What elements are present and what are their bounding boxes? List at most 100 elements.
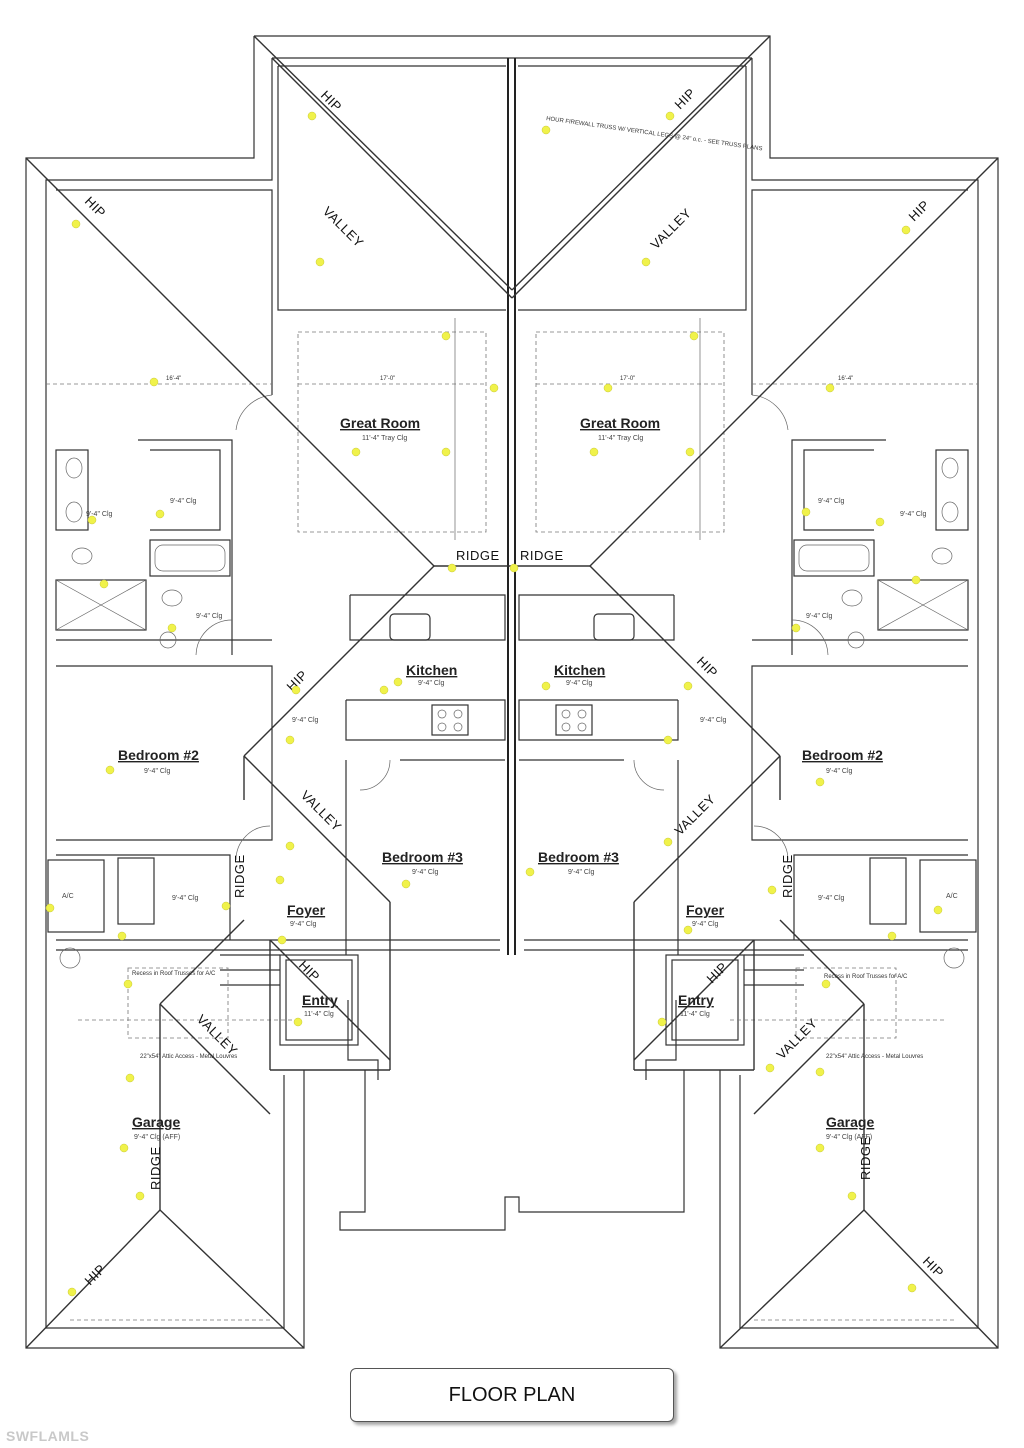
hip-label: HIP (318, 88, 345, 115)
light-marker (589, 447, 599, 457)
tray-ceilings (46, 318, 978, 1321)
ceiling-note: 11'-4" Clg (304, 1011, 334, 1018)
bedroom-3-label: Bedroom #3 (382, 849, 463, 865)
great-room-label: Great Room (580, 415, 660, 431)
light-marker (657, 1017, 667, 1027)
light-marker (901, 225, 911, 235)
dimension-label: 16'-4" (838, 376, 853, 382)
light-marker (167, 623, 177, 633)
light-marker (99, 579, 109, 589)
left-unit-labels: Great Room 11'-4" Tray Clg Kitchen 9'-4"… (62, 415, 463, 1141)
light-marker (911, 575, 921, 585)
light-marker (815, 1067, 825, 1077)
light-marker (665, 111, 675, 121)
light-marker (641, 257, 651, 267)
light-marker (277, 935, 287, 945)
light-marker (791, 623, 801, 633)
ridge-label: RIDGE (232, 854, 247, 898)
light-marker (683, 925, 693, 935)
ceiling-note: 9'-4" Clg (170, 498, 196, 505)
ridge-label: RIDGE (456, 548, 500, 563)
entry-label: Entry (302, 992, 338, 1008)
valley-label: VALLEY (648, 205, 695, 252)
light-markers (45, 111, 943, 1297)
light-marker (801, 507, 811, 517)
ceiling-note: 9'-4" Clg (692, 921, 718, 928)
recess-note: Recess in Roof Trusses for A/C (132, 971, 216, 977)
ceiling-note: 9'-4" Clg (86, 511, 112, 518)
valley-label: VALLEY (194, 1012, 241, 1059)
ceiling-note: 9'-4" Clg (826, 768, 852, 775)
ridge-label: RIDGE (520, 548, 564, 563)
bedroom-3-label: Bedroom #3 (538, 849, 619, 865)
kitchen-label: Kitchen (406, 662, 457, 678)
light-marker (821, 979, 831, 989)
recess-note: Recess in Roof Trusses for A/C (824, 974, 908, 980)
light-marker (441, 331, 451, 341)
light-marker (663, 837, 673, 847)
light-marker (689, 331, 699, 341)
hip-label: HIP (296, 958, 323, 985)
bedroom-2-label: Bedroom #2 (118, 747, 199, 763)
light-marker (875, 517, 885, 527)
dimension-label: 16'-4" (166, 376, 181, 382)
ceiling-note: 9'-4" Clg (144, 768, 170, 775)
hip-label: HIP (704, 959, 731, 986)
light-marker (907, 1283, 917, 1293)
ac-label: A/C (62, 893, 74, 900)
floor-plan-title: FLOOR PLAN (350, 1368, 674, 1422)
light-marker (351, 447, 361, 457)
light-marker (119, 1143, 129, 1153)
entry-label: Entry (678, 992, 714, 1008)
light-marker (155, 509, 165, 519)
light-marker (525, 867, 535, 877)
right-unit-walls (518, 189, 977, 1046)
dimension-label: 17'-0" (620, 376, 635, 382)
light-marker (933, 905, 943, 915)
roof-lines (25, 35, 999, 1349)
light-marker (685, 447, 695, 457)
outer-walls (25, 35, 999, 1349)
ceiling-note: 9'-4" Clg (568, 869, 594, 876)
light-marker (221, 901, 231, 911)
ridge-label: RIDGE (780, 854, 795, 898)
light-marker (379, 685, 389, 695)
ceiling-note: 9'-4" Clg (818, 895, 844, 902)
hip-label: HIP (906, 197, 933, 224)
ceiling-note: 11'-4" Clg (680, 1011, 710, 1018)
ridge-label: RIDGE (148, 1146, 163, 1190)
left-unit-walls (47, 189, 506, 1046)
light-marker (135, 1191, 145, 1201)
ceiling-note: 11'-4" Tray Clg (598, 435, 643, 442)
ceiling-note: 9'-4" Clg (566, 680, 592, 687)
light-marker (125, 1073, 135, 1083)
light-marker (489, 383, 499, 393)
light-marker (683, 681, 693, 691)
light-marker (447, 563, 457, 573)
light-marker (71, 219, 81, 229)
ceiling-note: 9'-4" Clg (900, 511, 926, 518)
ridge-label: RIDGE (858, 1136, 873, 1180)
light-marker (87, 515, 97, 525)
hip-label: HIP (82, 194, 109, 221)
ceiling-note: 9'-4" Clg (818, 498, 844, 505)
dimension-label: 17'-0" (380, 376, 395, 382)
ceiling-note: 9'-4" Clg (292, 717, 318, 724)
light-marker (603, 383, 613, 393)
light-marker (285, 735, 295, 745)
foyer-label: Foyer (287, 902, 326, 918)
light-marker (815, 1143, 825, 1153)
light-marker (45, 903, 55, 913)
bedroom-2-label: Bedroom #2 (802, 747, 883, 763)
kitchen-label: Kitchen (554, 662, 605, 678)
light-marker (815, 777, 825, 787)
light-marker (123, 979, 133, 989)
ceiling-note: 9'-4" Clg (AFF) (134, 1134, 180, 1141)
valley-label: VALLEY (298, 788, 345, 835)
light-marker (887, 931, 897, 941)
foyer-label: Foyer (686, 902, 725, 918)
garage-label: Garage (826, 1114, 874, 1130)
light-marker (509, 563, 519, 573)
light-marker (441, 447, 451, 457)
